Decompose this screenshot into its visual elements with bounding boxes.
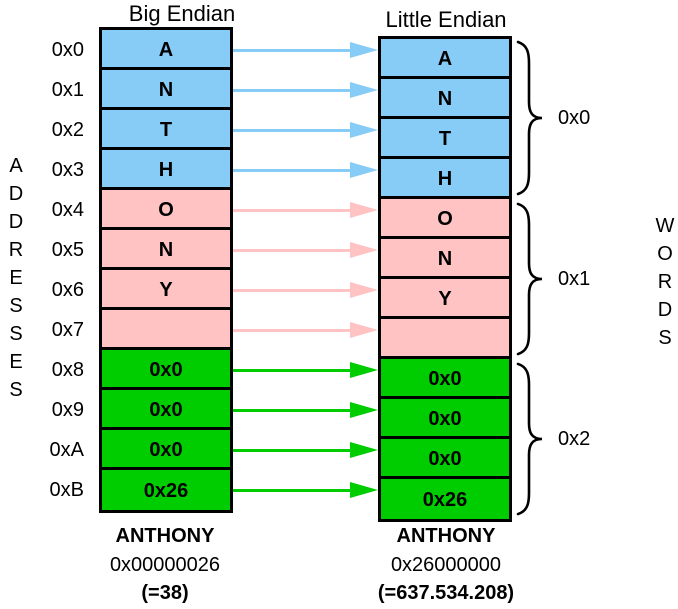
- big-endian-title: Big Endian: [128, 1, 236, 26]
- memory-cell: N: [381, 239, 509, 279]
- memory-cell: A: [381, 39, 509, 79]
- memory-cell: Y: [102, 270, 230, 310]
- address-label: 0x2: [51, 119, 84, 141]
- memory-cell: 0x0: [102, 350, 230, 390]
- memory-cell: 0x26: [102, 470, 230, 510]
- byte-arrow-icon: [233, 82, 378, 98]
- address-label: 0x3: [51, 159, 84, 181]
- summary-decimal-value: (=637.534.208): [377, 582, 515, 604]
- address-label: 0x0: [51, 39, 84, 61]
- address-label: 0x7: [51, 319, 84, 341]
- byte-arrow-icon: [233, 282, 378, 298]
- byte-arrow-icon: [233, 442, 378, 458]
- word-brace-icon: [516, 40, 543, 196]
- word-address-label: 0x1: [558, 268, 591, 290]
- word-address-label: 0x2: [558, 428, 591, 450]
- byte-arrow-icon: [233, 482, 378, 498]
- memory-cell: 0x0: [381, 359, 509, 399]
- little-endian-memory-column: A N T H O N Y 0x0 0x0 0x0 0x26: [378, 36, 512, 522]
- memory-cell: H: [102, 150, 230, 190]
- summary-decimal-value: (=38): [141, 582, 189, 604]
- words-vertical-label: WORDS: [655, 215, 675, 349]
- memory-cell: H: [381, 159, 509, 199]
- byte-arrow-icon: [233, 322, 378, 338]
- byte-arrow-icon: [233, 162, 378, 178]
- memory-cell: 0x0: [102, 390, 230, 430]
- address-label: 0xB: [49, 479, 84, 501]
- memory-cell: O: [102, 190, 230, 230]
- memory-cell: [102, 310, 230, 350]
- word-address-label: 0x0: [558, 107, 591, 129]
- byte-arrow-icon: [233, 202, 378, 218]
- address-label: 0x9: [51, 399, 84, 421]
- word-brace-icon: [516, 362, 543, 516]
- memory-cell: T: [102, 110, 230, 150]
- summary-word: ANTHONY: [396, 525, 496, 547]
- memory-cell: N: [381, 79, 509, 119]
- memory-cell: N: [102, 230, 230, 270]
- big-endian-summary: ANTHONY 0x00000026 (=38): [65, 524, 265, 605]
- address-label: 0xA: [49, 439, 84, 461]
- big-endian-memory-column: A N T H O N Y 0x0 0x0 0x0 0x26: [99, 27, 233, 513]
- byte-arrow-icon: [233, 242, 378, 258]
- address-label: 0x5: [51, 239, 84, 261]
- byte-arrow-icon: [233, 402, 378, 418]
- address-label: 0x4: [51, 199, 84, 221]
- memory-cell: T: [381, 119, 509, 159]
- memory-cell: [381, 319, 509, 359]
- word-brace-icon: [516, 202, 543, 356]
- memory-cell: 0x0: [381, 399, 509, 439]
- memory-cell: Y: [381, 279, 509, 319]
- little-endian-summary: ANTHONY 0x26000000 (=637.534.208): [346, 524, 546, 605]
- summary-hex-value: 0x00000026: [109, 554, 221, 576]
- summary-hex-value: 0x26000000: [390, 554, 502, 576]
- addresses-vertical-label: ADDRESSES: [8, 155, 24, 401]
- address-label: 0x6: [51, 279, 84, 301]
- memory-cell: N: [102, 70, 230, 110]
- byte-arrow-icon: [233, 122, 378, 138]
- byte-arrow-icon: [233, 42, 378, 58]
- address-label: 0x8: [51, 359, 84, 381]
- memory-cell: 0x0: [102, 430, 230, 470]
- memory-cell: O: [381, 199, 509, 239]
- address-label: 0x1: [51, 79, 84, 101]
- memory-cell: 0x0: [381, 439, 509, 479]
- summary-word: ANTHONY: [115, 525, 215, 547]
- memory-cell: A: [102, 30, 230, 70]
- memory-cell: 0x26: [381, 479, 509, 519]
- byte-arrow-icon: [233, 362, 378, 378]
- little-endian-title: Little Endian: [385, 7, 507, 32]
